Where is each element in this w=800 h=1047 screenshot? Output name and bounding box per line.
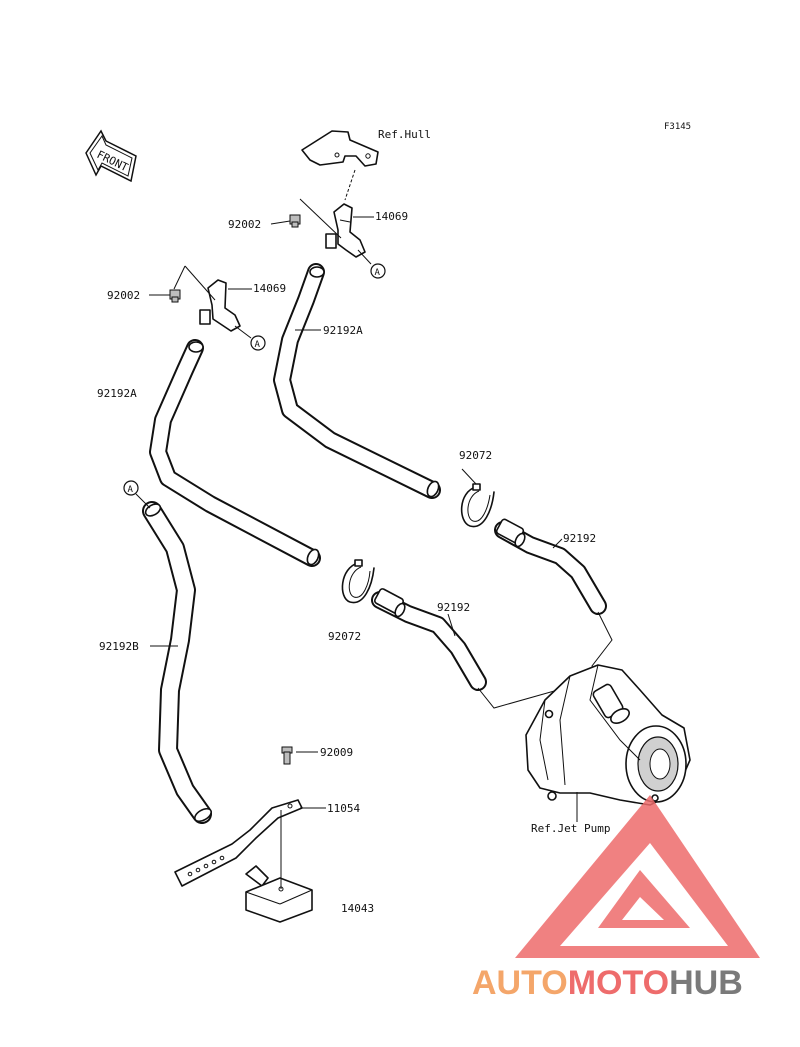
hull-bracket bbox=[301, 130, 379, 167]
svg-text:A: A bbox=[128, 485, 134, 495]
hose-92192-right bbox=[494, 518, 607, 615]
part-11054: 11054 bbox=[327, 802, 360, 815]
strainer-14043 bbox=[245, 865, 313, 923]
ref-hull-label: Ref.Hull bbox=[378, 128, 431, 141]
watermark-text: AUTOMOTOHUB bbox=[472, 964, 743, 1002]
part-14069-upper: 14069 bbox=[375, 210, 408, 223]
part-92192B: 92192B bbox=[99, 640, 139, 653]
part-92002-upper: 92002 bbox=[228, 218, 261, 231]
svg-text:A: A bbox=[375, 268, 381, 278]
hose-92192A-right bbox=[273, 263, 441, 499]
bolt-92002-lower bbox=[169, 289, 181, 303]
hose-92192-left bbox=[371, 588, 487, 691]
watermark-logo bbox=[515, 795, 760, 958]
screw-92009 bbox=[281, 746, 293, 765]
ref-jet-pump-label: Ref.Jet Pump bbox=[531, 822, 610, 835]
callout-a-2: A bbox=[250, 335, 266, 351]
part-92009: 92009 bbox=[320, 746, 353, 759]
callout-a-3: A bbox=[123, 480, 139, 496]
fitting-14069-upper bbox=[325, 203, 366, 258]
svg-text:A: A bbox=[255, 340, 261, 350]
part-92002-lower: 92002 bbox=[107, 289, 140, 302]
part-92072-upper: 92072 bbox=[459, 449, 492, 462]
front-arrow-icon: FRONT bbox=[85, 129, 137, 183]
part-92192-left: 92192 bbox=[437, 601, 470, 614]
part-14069-lower: 14069 bbox=[253, 282, 286, 295]
clamp-92072-upper bbox=[460, 483, 495, 528]
bolt-92002-upper bbox=[289, 214, 301, 228]
fitting-14069-lower bbox=[199, 279, 241, 332]
part-92072-lower: 92072 bbox=[328, 630, 361, 643]
part-92192A-left: 92192A bbox=[97, 387, 137, 400]
figure-code: F3145 bbox=[664, 122, 691, 132]
part-14043: 14043 bbox=[341, 902, 374, 915]
part-92192A-right: 92192A bbox=[323, 324, 363, 337]
part-92192-right: 92192 bbox=[563, 532, 596, 545]
hose-92192B bbox=[142, 501, 212, 824]
callout-a-1: A bbox=[370, 263, 386, 279]
hose-92192A-left bbox=[149, 339, 321, 567]
jet-pump bbox=[525, 664, 691, 806]
clamp-92072-lower bbox=[341, 559, 375, 604]
